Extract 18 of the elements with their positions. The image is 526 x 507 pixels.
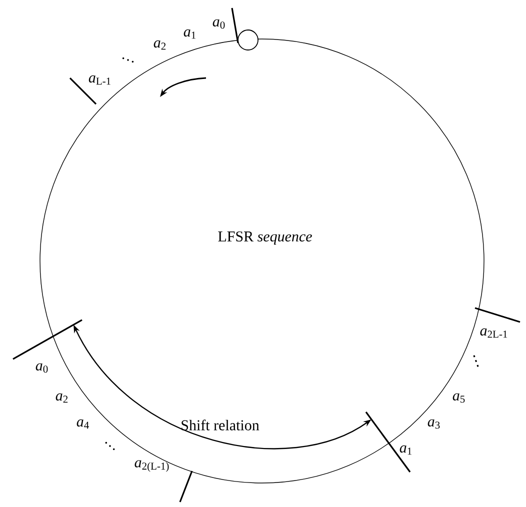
ellipsis: … bbox=[105, 442, 115, 450]
sequence-term: a$_{3}$ bbox=[428, 419, 440, 429]
sequence-term: a$_{4}$ bbox=[76, 419, 89, 429]
tick-mark bbox=[12, 319, 82, 360]
ellipsis: … bbox=[122, 57, 134, 63]
sequence-term: a$_{2L-1}$ bbox=[480, 328, 508, 338]
sequence-term: a$_{1}$ bbox=[400, 445, 412, 455]
sequence-term: a$_{L-1}$ bbox=[88, 75, 110, 85]
sequence-term: a$_{2}$ bbox=[154, 40, 166, 50]
ellipsis: ⋮ bbox=[473, 355, 479, 367]
sequence-term: a$_{5}$ bbox=[452, 393, 465, 403]
sequence-term: a$_{0}$ bbox=[212, 19, 225, 29]
sequence-term: a$_{1}$ bbox=[184, 29, 196, 39]
sequence-term: a$_{2(L-1)}$ bbox=[134, 460, 169, 472]
tick-mark bbox=[365, 412, 411, 472]
sequence-term: a$_{2}$ bbox=[56, 393, 68, 403]
ring-label: LFSR sequence bbox=[218, 231, 312, 245]
edge-label: Shift relation bbox=[182, 420, 260, 430]
